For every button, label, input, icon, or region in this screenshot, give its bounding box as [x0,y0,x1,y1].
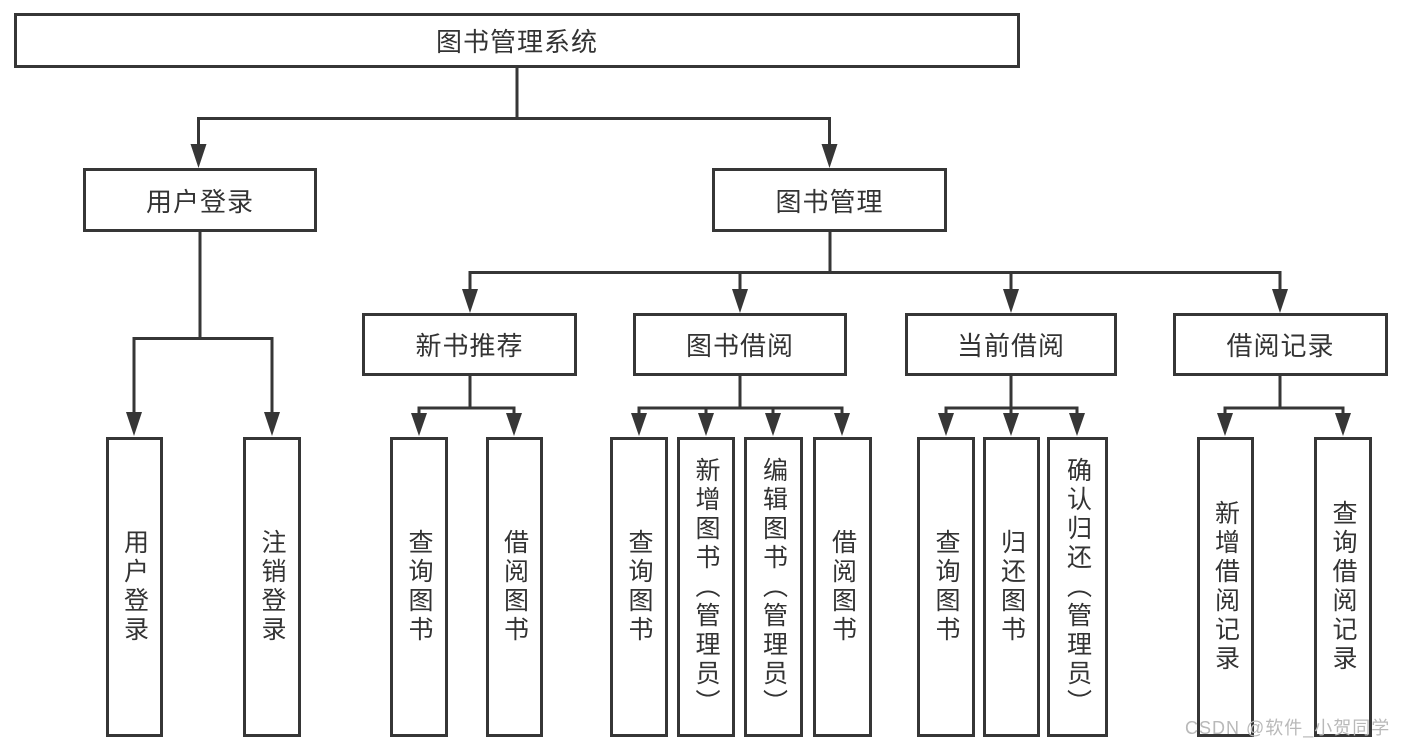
arrowhead-bb-query [631,413,647,436]
connector-user-login [132,230,274,414]
node-current-borrow: 当前借阅 [905,313,1117,376]
csdn-watermark: CSDN @软件_小贺同学 [1185,718,1391,738]
arrowhead-nb-query [411,413,427,436]
node-root-library-system: 图书管理系统 [14,13,1020,68]
arrowhead-nb-borrow [506,413,522,436]
connector-borrow-records [1223,373,1345,415]
arrowhead-book-management [821,144,838,168]
leaf-bb-query-books: 查询图书 [610,437,668,737]
connector-new-book [417,374,516,415]
arrowhead-leaf-user-login [126,412,142,436]
arrowhead-bb-borrow [834,413,850,436]
leaf-br-query-record: 查询借阅记录 [1314,437,1372,737]
connector-book-borrow [637,373,844,415]
arrowhead-current-borrow [1003,289,1019,313]
leaf-br-add-record: 新增借阅记录 [1197,437,1254,737]
arrowhead-bb-add [698,413,714,436]
arrowhead-cb-query [938,413,954,436]
arrowhead-book-borrow [732,289,748,313]
node-book-borrow: 图书借阅 [633,313,847,376]
node-borrow-records: 借阅记录 [1173,313,1388,376]
arrowhead-br-add [1217,413,1233,436]
connector-current-borrow [944,373,1079,415]
leaf-cb-confirm-return-admin: 确认归还（管理员） [1047,437,1108,737]
leaf-cb-query-books: 查询图书 [917,437,975,737]
arrowhead-leaf-logout [264,412,280,436]
connector-root [197,66,831,146]
node-book-management: 图书管理 [712,168,947,232]
arrowhead-borrow-records [1272,289,1288,313]
node-new-book-recommend: 新书推荐 [362,313,577,376]
connector-book-management [468,230,1282,291]
leaf-logout: 注销登录 [243,437,301,737]
arrowhead-cb-return [1003,413,1019,436]
arrowhead-user-login [190,144,207,168]
leaf-bb-edit-books-admin: 编辑图书（管理员） [744,437,803,737]
leaf-cb-return-books: 归还图书 [983,437,1040,737]
arrowhead-br-query [1335,413,1351,436]
arrowhead-new-book [462,289,478,313]
leaf-nb-query-books: 查询图书 [390,437,448,737]
leaf-bb-add-books-admin: 新增图书（管理员） [677,437,735,737]
arrowhead-bb-edit [765,413,781,436]
arrowhead-cb-confirm [1069,413,1085,436]
leaf-nb-borrow-books: 借阅图书 [486,437,543,737]
node-user-login: 用户登录 [83,168,317,232]
leaf-user-login: 用户登录 [106,437,163,737]
leaf-bb-borrow-books: 借阅图书 [813,437,872,737]
